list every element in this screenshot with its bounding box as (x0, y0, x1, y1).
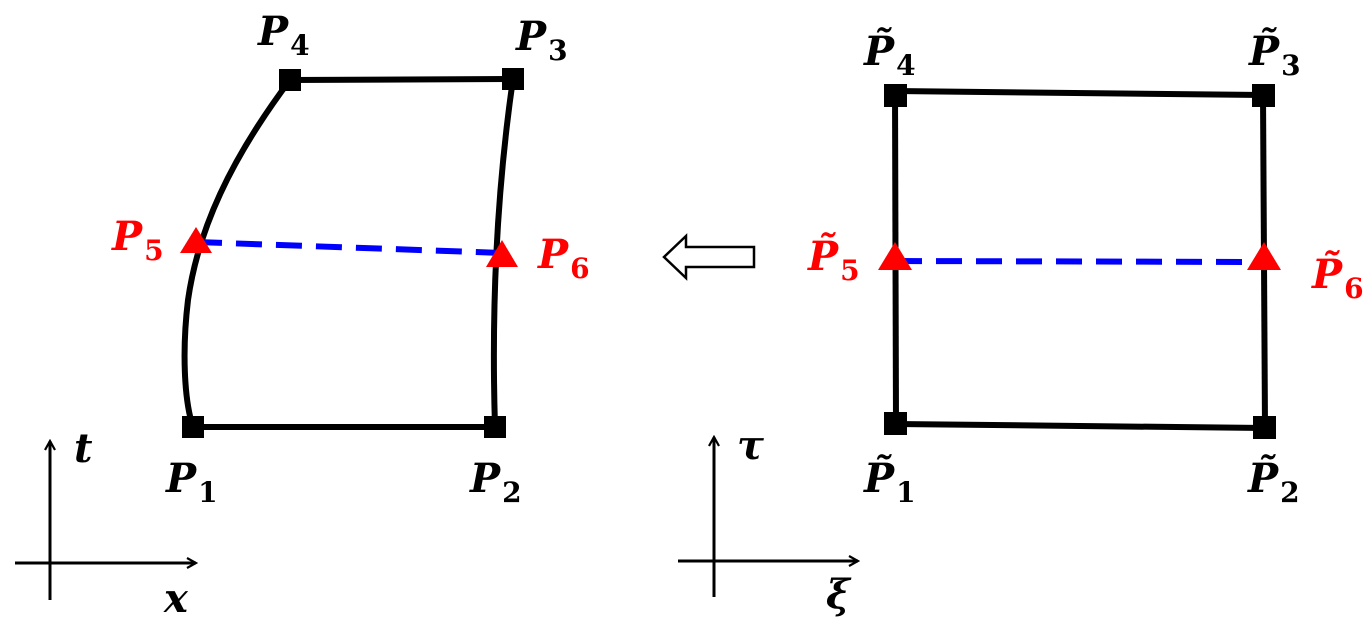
node-p2-marker (484, 416, 506, 438)
t-axis-label: t (74, 425, 93, 472)
label-p4: P4 (257, 8, 310, 62)
label-p2: P2 (469, 455, 522, 509)
edge-rp1-rp2 (895, 421, 1266, 431)
interior-point-rp6-marker (1247, 242, 1281, 270)
interior-point-rp5-marker (878, 242, 912, 270)
label-p5: P5 (111, 213, 164, 267)
hollow-left-arrow-icon (662, 233, 756, 281)
edge-rp3-rp4 (894, 88, 1264, 98)
node-p1-marker (182, 416, 204, 438)
physical-axes: x t (15, 425, 196, 620)
node-p4-marker (279, 69, 301, 91)
label-rp2: P̃2 (1247, 455, 1300, 509)
node-rp2-marker (1253, 416, 1276, 439)
label-p3: P3 (515, 13, 568, 67)
x-axis-label: x (163, 575, 189, 620)
node-rp1-marker (884, 412, 907, 435)
label-rp3: P̃3 (1248, 28, 1301, 82)
interior-line-rp5-rp6 (895, 258, 1265, 265)
label-rp4: P̃4 (863, 28, 916, 82)
node-rp3-marker (1252, 84, 1275, 107)
physical-element: P1 P2 P3 P4 P5 P6 (111, 8, 590, 509)
label-rp1: P̃1 (863, 455, 916, 509)
xi-axis-label: ξ (826, 571, 852, 618)
interior-point-p5-marker (180, 227, 212, 253)
node-rp4-marker (884, 84, 907, 107)
tau-axis-label: τ (737, 422, 764, 469)
node-p3-marker (502, 68, 524, 90)
label-rp5: P̃5 (807, 233, 860, 287)
label-rp6: P̃6 (1311, 251, 1364, 305)
interior-point-p6-marker (486, 240, 518, 267)
label-p6: P6 (537, 231, 590, 285)
edge-p4-p1 (181, 78, 293, 428)
edge-p3-p4 (289, 76, 514, 83)
reference-axes: ξ τ (678, 422, 858, 618)
reference-element: P̃1 P̃2 P̃3 P̃4 P̃5 P̃6 (807, 28, 1364, 509)
interior-line-p5-p6 (195, 239, 503, 256)
label-p1: P1 (165, 455, 218, 509)
